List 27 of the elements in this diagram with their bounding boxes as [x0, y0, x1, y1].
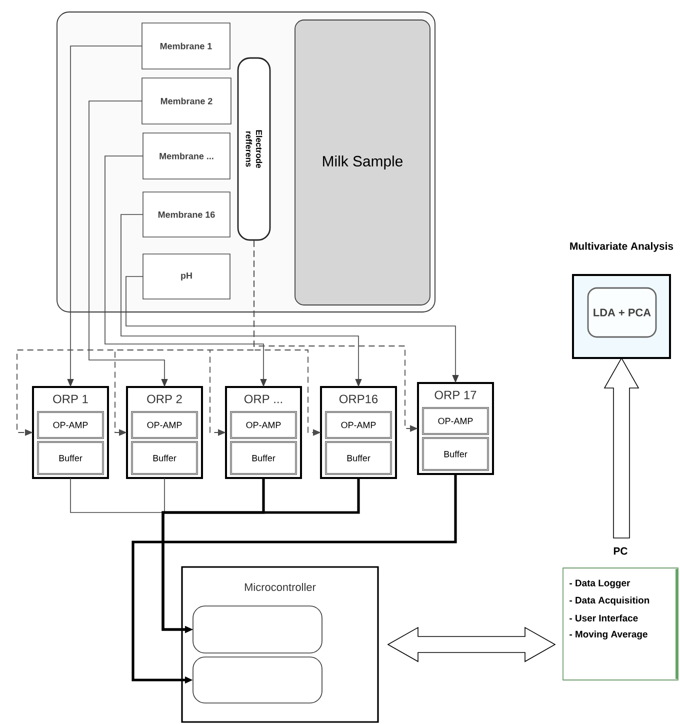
circuit-box: Buffer: [131, 441, 198, 475]
board-box: [192, 656, 322, 704]
sample-box: Milk Sample: [294, 20, 430, 306]
circuit-box: Buffer: [37, 441, 104, 475]
box-heading: Multivariate Analysis: [570, 242, 674, 252]
circuit-box: OP-AMP: [131, 411, 198, 439]
membrane-box: Membrane 2: [142, 78, 232, 124]
circuit-box: Buffer: [230, 441, 297, 475]
box-heading: PC: [614, 547, 628, 555]
list-item: - Data Logger: [570, 580, 630, 588]
block-arrow: [604, 357, 640, 538]
circuit-box: OP-AMP: [230, 411, 297, 439]
method-box: LDA + PCA: [587, 287, 657, 338]
board-box: [192, 606, 322, 654]
list-item: - User Interface: [570, 614, 638, 622]
membrane-box: Membrane ...: [142, 132, 230, 180]
circuit-box: Buffer: [325, 441, 392, 475]
membrane-box: Membrane 16: [142, 192, 230, 238]
list-item: - Moving Average: [570, 630, 648, 640]
electrode-capsule: Electrode refferens: [237, 57, 271, 241]
circuit-box: OP-AMP: [37, 411, 104, 439]
circuit-box: OP-AMP: [325, 411, 392, 439]
circuit-box: OP-AMP: [422, 407, 489, 435]
circuit-box: Buffer: [422, 437, 489, 471]
membrane-box: Membrane 1: [142, 22, 230, 70]
list-item: - Data Acquisition: [570, 596, 650, 606]
membrane-box: pH: [142, 254, 230, 300]
